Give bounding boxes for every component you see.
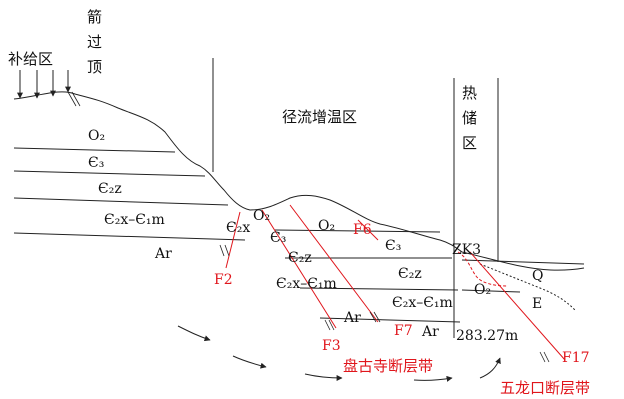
flow-arrows [177,325,501,382]
stratum-line-1 [13,147,176,153]
stratum-line-center-1 [274,229,441,233]
stratum-line-center-4 [319,317,461,323]
fault-f17-arc [457,251,509,287]
stratum-c2z-right: Є₂z [398,266,422,282]
stratum-line-right-2 [461,289,521,293]
fault-displacement-marks [67,91,550,363]
stratum-q: Q [532,268,543,284]
fault-f3-label: F3 [322,338,341,354]
stratum-c3-left: Є₃ [88,155,104,171]
fault-f6 [357,219,379,241]
fault-f2-label: F2 [214,272,233,288]
stratum-o2-mid: O₂ [253,208,270,224]
stratum-c2z-left: Є₂z [98,181,122,197]
stratum-line-4 [13,232,246,241]
terrain-surface-right [461,251,585,271]
zone-jianguoding-vertical: 箭过顶 [87,8,102,76]
well-name-label: ZK3 [452,242,481,258]
wulongkou-fault-zone-label: 五龙口断层带 [500,379,590,397]
stratum-line-3 [13,197,229,206]
fault-f6-label: F6 [353,222,372,238]
stratum-ar-center: Ar [343,310,361,326]
stratum-ar-right: Ar [421,324,439,340]
stratum-c2x-mid: Є₂x [226,220,250,236]
stratum-line-2 [13,170,206,177]
zone-runoff-heating-label: 径流增温区 [282,108,357,126]
stratum-line-center-3 [299,287,459,291]
fault-f17-label: F17 [562,350,590,366]
stratum-ar-left: Ar [154,246,172,262]
zone-recharge-label: 补给区 [8,50,53,68]
well-depth-label: 283.27m [456,328,518,344]
stratum-c2x-c1m-center: Є₂x–Є₁m [276,276,337,292]
fault-f2 [225,211,241,269]
eocene-boundary [479,263,576,311]
zone-reservoir-vertical: 热储区 [462,84,477,152]
stratum-c2x-c1m-right: Є₂x–Є₁m [392,295,453,311]
stratum-line-right-1 [461,259,585,265]
stratum-o2-right: O₂ [474,282,491,298]
stratum-e: E [532,296,542,312]
terrain-surface [13,91,463,253]
stratum-o2-left: O₂ [88,128,105,144]
fault-f7 [289,204,379,323]
stratum-c2x-c1m-left: Є₂x–Є₁m [104,212,165,228]
fault-f7-label: F7 [394,323,413,339]
pangusi-fault-zone-label: 盘古寺断层带 [343,357,433,375]
stratum-c2z-center: Є₂z [288,250,312,266]
stratum-o2-center: O₂ [318,218,335,234]
recharge-arrows [17,70,71,99]
stratum-c3-center: Є₃ [385,238,401,254]
fault-f17 [469,251,566,361]
fault-f3-upper [261,209,337,329]
stratum-c3-mid: Є₃ [270,230,286,246]
